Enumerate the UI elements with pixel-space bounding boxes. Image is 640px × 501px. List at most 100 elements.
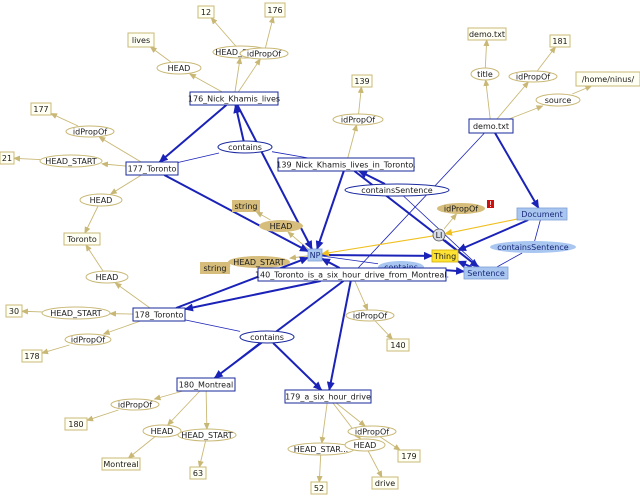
graph-node-string[interactable]: string (232, 200, 260, 212)
graph-edge (111, 175, 142, 194)
graph-node-label: demo.txt (469, 30, 505, 39)
graph-node-head-start[interactable]: HEAD_START (42, 307, 110, 319)
graph-node-178-toronto[interactable]: 178_Toronto (133, 308, 185, 321)
graph-node-head-star[interactable]: HEAD_STAR... (288, 443, 354, 455)
graph-node-idpropof[interactable]: idPropOf (240, 48, 288, 59)
graph-node-label: string (235, 202, 258, 211)
graph-edge (211, 18, 236, 46)
graph-node-head[interactable]: HEAD (259, 220, 303, 232)
graph-edge (359, 87, 362, 114)
graph-node-label: 179_a_six_hour_drive (285, 393, 371, 402)
graph-node-label: HEAD_START (181, 431, 232, 440)
graph-node-177-toronto[interactable]: 177_Toronto (126, 162, 178, 175)
graph-node-176-nick-khamis-lives[interactable]: 176_Nick_Khamis_lives (188, 92, 280, 105)
graph-node-head[interactable]: HEAD (345, 439, 385, 451)
graph-node-lives[interactable]: lives (128, 33, 154, 47)
graph-edge (87, 410, 118, 420)
graph-node-label: idPropOf (444, 205, 478, 214)
graph-node-source[interactable]: source (536, 94, 580, 106)
warning-badge-icon: ! (487, 200, 494, 209)
graph-edge (185, 281, 321, 309)
graph-node-label: string (204, 264, 227, 273)
graph-node-idpropof[interactable]: idPropOf (65, 334, 111, 345)
graph-node-contains[interactable]: contains (218, 141, 272, 153)
graph-node-140-toronto-is-a-six-hour-drive-from-montreal[interactable]: 140_Toronto_is_a_six_hour_drive_from_Mon… (255, 268, 449, 281)
graph-node-180[interactable]: 180 (65, 418, 87, 430)
graph-node-label: containsSentence (361, 186, 432, 195)
graph-node-21[interactable]: 21 (0, 152, 14, 164)
graph-node-12[interactable]: 12 (198, 6, 214, 18)
graph-edge (329, 281, 350, 390)
graph-edge (85, 206, 98, 233)
graph-node-head[interactable]: HEAD (157, 62, 201, 74)
graph-node-idpropof[interactable]: idPropOf (509, 71, 557, 82)
graph-node-180-montreal[interactable]: 180_Montreal (177, 378, 235, 391)
graph-node-177[interactable]: 177 (31, 103, 51, 115)
graph-edge (235, 58, 240, 92)
graph-edge (497, 253, 522, 267)
graph-node-head-start[interactable]: HEAD_START (40, 155, 102, 167)
graph-edge (348, 125, 357, 158)
graph-node-demo-txt[interactable]: demo.txt (469, 119, 513, 133)
graph-node-label: idPropOf (353, 312, 387, 321)
graph-node-title[interactable]: title (471, 68, 499, 80)
graph-edge (537, 47, 555, 71)
graph-node-176[interactable]: 176 (265, 3, 285, 17)
graph-edge (458, 261, 472, 267)
graph-node-head-start[interactable]: HEAD_START (228, 256, 290, 268)
graph-node-demo-txt[interactable]: demo.txt (468, 28, 506, 40)
graph-node-string[interactable]: string (200, 262, 230, 274)
graph-node-140[interactable]: 140 (387, 339, 409, 351)
graph-node-30[interactable]: 30 (6, 305, 22, 317)
graph-node-63[interactable]: 63 (190, 467, 206, 479)
graph-node-head[interactable]: HEAD (86, 271, 128, 283)
graph-node-sentence[interactable]: Sentence (464, 267, 508, 279)
graph-node-idpropof[interactable]: idPropOf (437, 203, 485, 214)
graph-node-label: 180 (68, 420, 83, 429)
graph-node-181[interactable]: 181 (550, 35, 570, 47)
graph-edge (509, 106, 543, 119)
graph-node-head-start[interactable]: HEAD_START (178, 429, 236, 441)
graph-node-label: idPropOf (516, 73, 550, 82)
graph-node-li[interactable]: LI (433, 229, 445, 241)
graph-node-idpropof[interactable]: idPropOf (348, 426, 396, 437)
graph-edge (102, 164, 126, 166)
graph-node-label: HEAD_START (50, 309, 101, 318)
graph-node-179[interactable]: 179 (398, 450, 420, 462)
graph-edge (535, 220, 541, 241)
graph-node-containssentence[interactable]: containsSentence (345, 184, 449, 196)
graph-node-label: 176_Nick_Khamis_lives (188, 95, 280, 104)
graph-node-139[interactable]: 139 (352, 75, 372, 87)
graph-edge (238, 59, 260, 92)
graph-node-label: drive (375, 479, 395, 488)
graph-node-idpropof[interactable]: idPropOf (346, 310, 394, 321)
graph-node-139-nick-khamis-lives-in-toronto[interactable]: 139_Nick_Khamis_lives_in_Toronto. (276, 158, 415, 171)
graph-node-label: 52 (314, 484, 324, 493)
graph-node-head[interactable]: HEAD (80, 194, 122, 206)
graph-node-toronto[interactable]: Toronto (64, 233, 100, 245)
graph-node-label: 140 (390, 341, 405, 350)
graph-edge (485, 40, 486, 68)
graph-node-contains[interactable]: contains (240, 331, 294, 343)
graph-edge (185, 320, 240, 331)
graph-node-drive[interactable]: drive (372, 477, 398, 489)
graph-node-179-a-six-hour-drive[interactable]: 179_a_six_hour_drive (285, 390, 371, 403)
graph-edge (317, 171, 344, 249)
graph-node-document[interactable]: Document (517, 208, 567, 220)
graph-edge (199, 441, 205, 467)
graph-node-home-ninus[interactable]: /home/ninus/ (576, 72, 640, 86)
graph-node-label: HEAD_START (233, 258, 284, 267)
graph-node-montreal[interactable]: Montreal (102, 458, 140, 470)
graph-node-thing[interactable]: Thing (432, 250, 458, 262)
graph-node-np[interactable]: NP (308, 249, 322, 261)
graph-node-idpropof[interactable]: idPropOf (333, 114, 383, 125)
graph-node-52[interactable]: 52 (311, 482, 327, 494)
graph-node-idpropof[interactable]: idPropOf (111, 399, 159, 410)
graph-node-containssentence[interactable]: containsSentence (490, 241, 576, 253)
graph-node-label: Montreal (103, 460, 138, 469)
graph-node-idpropof[interactable]: idPropOf (66, 126, 114, 137)
graph-node-label: 179 (401, 452, 416, 461)
graph-node-head[interactable]: HEAD (143, 425, 181, 437)
graph-node-178[interactable]: 178 (22, 350, 42, 362)
